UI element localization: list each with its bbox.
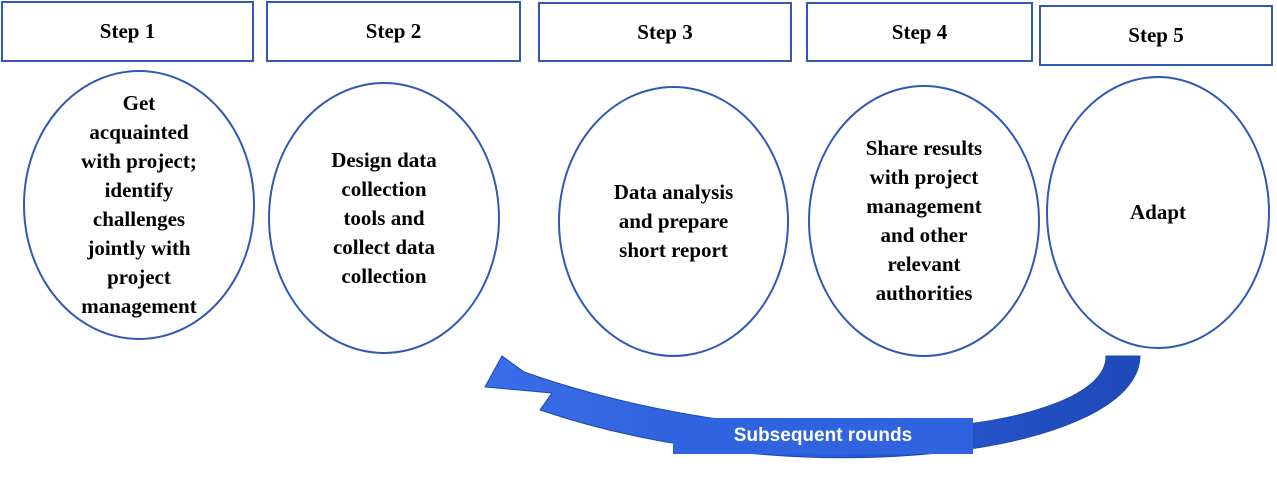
- step-1-header: Step 1: [1, 1, 254, 62]
- step-1-ellipse: Get acquainted with project; identify ch…: [23, 70, 255, 340]
- step-3-ellipse: Data analysis and prepare short report: [558, 86, 789, 357]
- step-4-description: Share results with project management an…: [865, 136, 983, 305]
- step-2-ellipse: Design data collection tools and collect…: [268, 82, 500, 354]
- step-1-description: Get acquainted with project; identify ch…: [81, 91, 197, 318]
- step-3-description: Data analysis and prepare short report: [613, 180, 734, 262]
- step-2-description: Design data collection tools and collect…: [331, 147, 437, 288]
- step-4-header: Step 4: [806, 2, 1033, 62]
- subsequent-rounds-label: Subsequent rounds: [673, 418, 973, 454]
- step-5-description: Adapt: [1129, 200, 1187, 224]
- arrow-body: [484, 355, 1141, 459]
- step-5-ellipse: Adapt: [1046, 76, 1270, 349]
- step-5-header: Step 5: [1039, 5, 1273, 66]
- step-2-header: Step 2: [266, 1, 521, 62]
- step-4-ellipse: Share results with project management an…: [808, 85, 1040, 357]
- step-3-header: Step 3: [538, 2, 792, 62]
